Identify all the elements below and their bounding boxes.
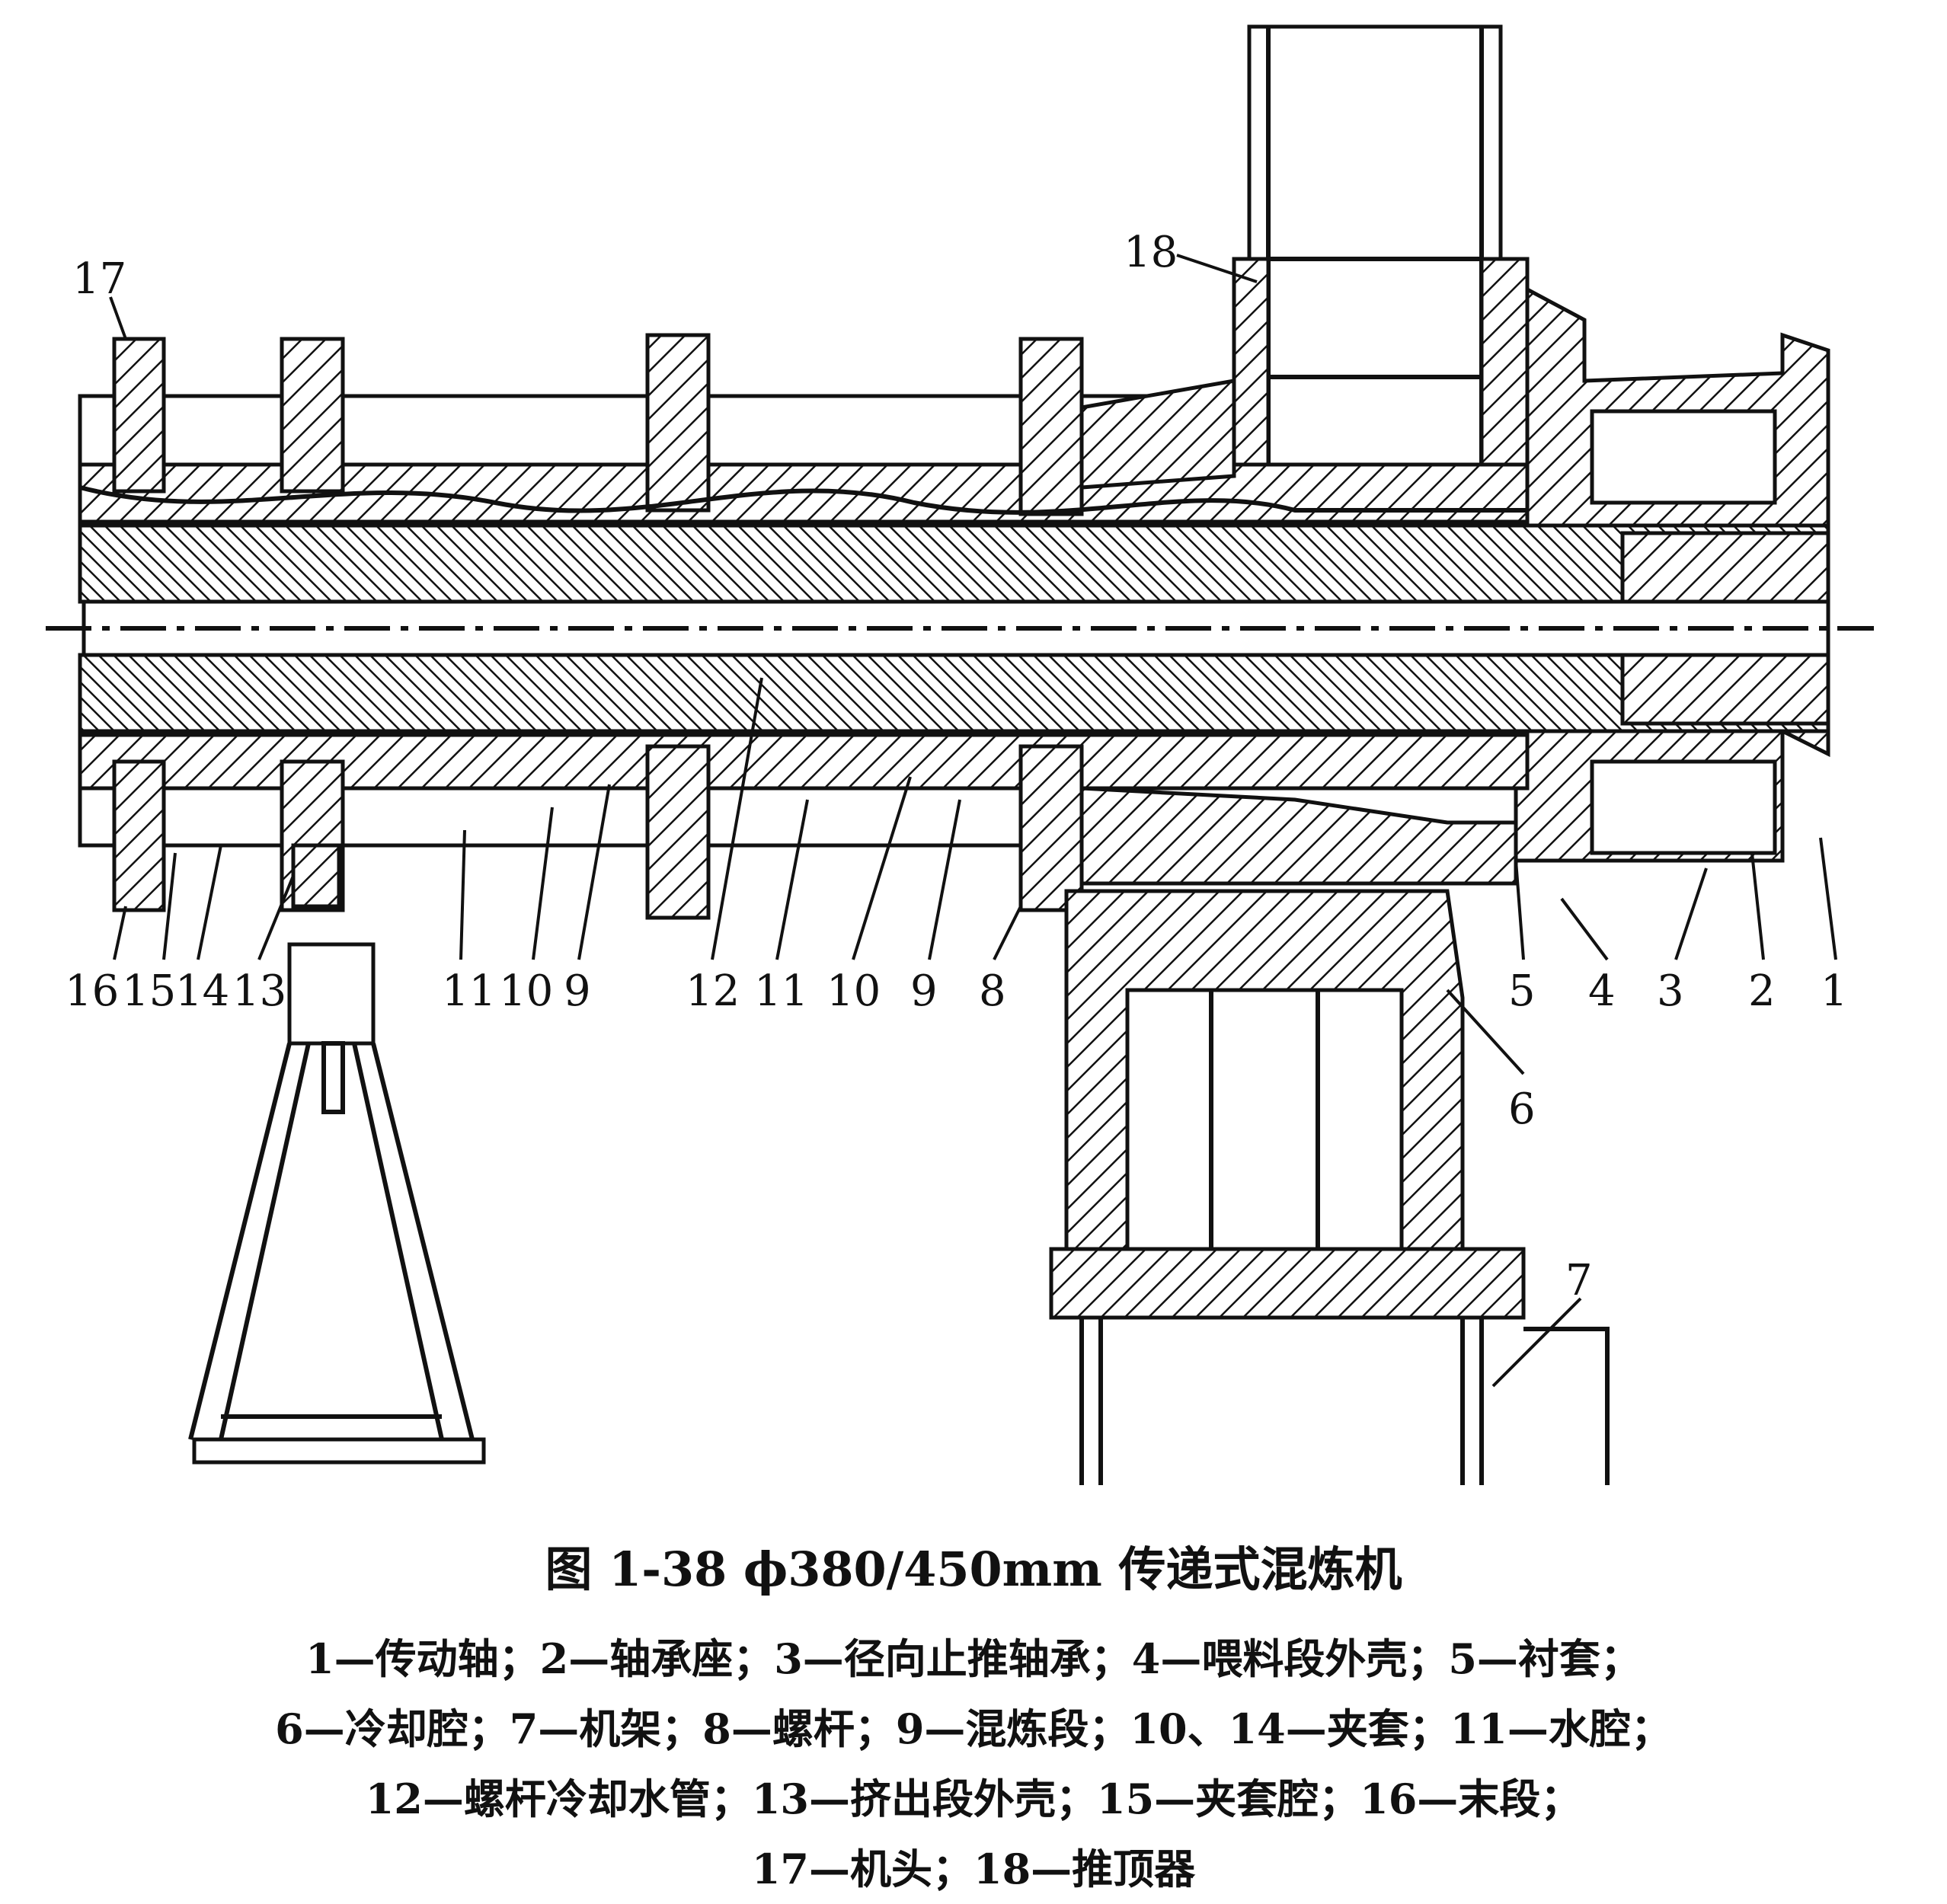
callout-9b: 9 bbox=[910, 966, 938, 1016]
callout-8: 8 bbox=[979, 966, 1006, 1016]
legend-line-2: 6—冷却腔；7—机架；8—螺杆；9—混炼段；10、14—夹套；11—水腔； bbox=[275, 1704, 1672, 1753]
barrel-upper-shell bbox=[78, 333, 1530, 524]
figure-title: 图 1-38 ϕ380/450mm 传递式混炼机 bbox=[545, 1541, 1402, 1597]
callout-16: 16 bbox=[65, 966, 119, 1016]
support-stand bbox=[188, 843, 486, 1465]
callout-1: 1 bbox=[1821, 966, 1848, 1016]
callout-18: 18 bbox=[1124, 228, 1178, 277]
callout-5: 5 bbox=[1508, 966, 1536, 1016]
mixer-cross-section-drawing: 17 18 16 15 14 13 11 10 9 12 11 10 9 8 5… bbox=[46, 24, 1874, 1485]
callout-14: 14 bbox=[175, 966, 229, 1016]
callout-6: 6 bbox=[1508, 1085, 1536, 1134]
callout-2: 2 bbox=[1748, 966, 1776, 1016]
callout-11a: 11 bbox=[442, 966, 496, 1016]
pusher-ram bbox=[1232, 24, 1530, 482]
callout-4: 4 bbox=[1588, 966, 1616, 1016]
callout-9a: 9 bbox=[564, 966, 591, 1016]
callout-17: 17 bbox=[72, 254, 126, 304]
figure-caption: 图 1-38 ϕ380/450mm 传递式混炼机 1—传动轴；2—轴承座；3—径… bbox=[0, 1531, 1947, 1904]
callout-10a: 10 bbox=[499, 966, 553, 1016]
callout-10b: 10 bbox=[826, 966, 881, 1016]
screw-shaft bbox=[46, 523, 1874, 733]
legend-line-4: 17—机头；18—推顶器 bbox=[751, 1845, 1196, 1893]
callout-12: 12 bbox=[686, 966, 740, 1016]
callout-15: 15 bbox=[122, 966, 176, 1016]
legend-line-1: 1—传动轴；2—轴承座；3—径向止推轴承；4—喂料段外壳；5—衬套； bbox=[305, 1634, 1642, 1683]
machine-frame bbox=[1049, 889, 1610, 1485]
callout-labels: 17 18 16 15 14 13 11 10 9 12 11 10 9 8 5… bbox=[65, 228, 1848, 1305]
callout-3: 3 bbox=[1657, 966, 1684, 1016]
callout-leaders bbox=[109, 254, 1837, 1388]
callout-7: 7 bbox=[1565, 1256, 1593, 1305]
callout-13: 13 bbox=[232, 966, 286, 1016]
barrel-lower-shell bbox=[78, 733, 1530, 920]
callout-11b: 11 bbox=[754, 966, 808, 1016]
legend-line-3: 12—螺杆冷却水管；13—挤出段外壳；15—夹套腔；16—末段； bbox=[365, 1775, 1582, 1823]
